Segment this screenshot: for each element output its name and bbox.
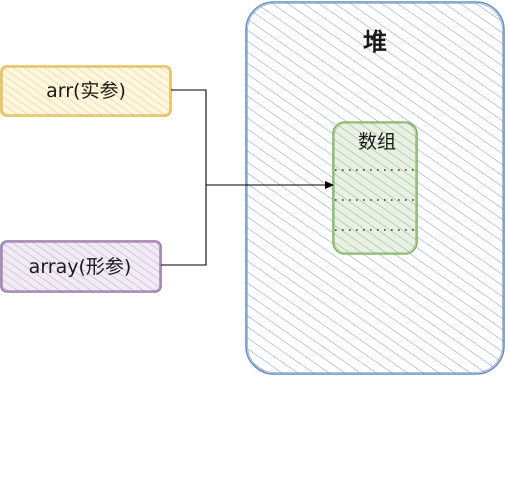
array-block: 数组 <box>332 121 418 255</box>
array-label: 数组 <box>358 131 396 153</box>
formal-param-connector <box>161 185 207 266</box>
formal-param-label: array(形参) <box>29 256 132 278</box>
reference-connectors <box>161 89 334 266</box>
formal-param-box: array(形参) <box>0 240 162 293</box>
actual-param-connector <box>171 89 207 185</box>
actual-param-label: arr(实参) <box>46 80 126 102</box>
heap-label: 堆 <box>363 28 387 56</box>
actual-param-box: arr(实参) <box>0 65 172 117</box>
